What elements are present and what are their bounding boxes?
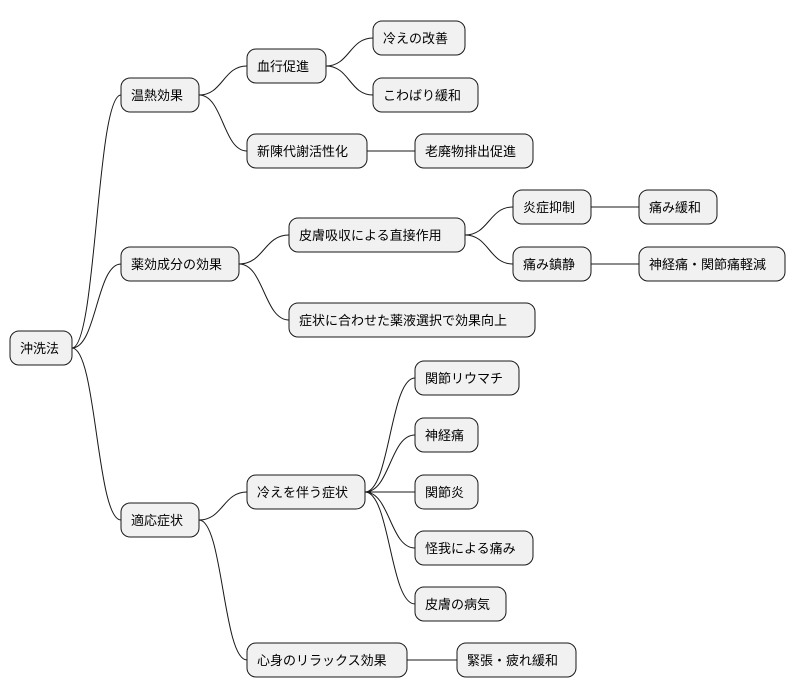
connector-line (238, 263, 290, 321)
node-shinchin-taisha-label: 新陳代謝活性化 (257, 144, 348, 160)
node-enshou-yokusei-label: 炎症抑制 (523, 201, 575, 216)
node-itami-chinsei: 痛み鎮静 (512, 246, 592, 282)
node-shinshin-relax: 心身のリラックス効果 (246, 642, 408, 678)
connector-line (464, 234, 514, 265)
node-kekkou-sokushin-label: 血行促進 (257, 60, 309, 75)
connector-line (71, 263, 122, 349)
node-shinkeitsuu-keigen: 神経痛・関節痛軽減 (638, 246, 786, 282)
node-shinshin-relax-label: 心身のリラックス効果 (257, 653, 387, 669)
node-kowabari-kanwa: こわばり緩和 (372, 77, 479, 113)
connector-line (364, 491, 416, 605)
node-kinchou-tsukare-label: 緊張・疲れ緩和 (467, 653, 558, 669)
node-kowabari-kanwa-label: こわばり緩和 (383, 89, 461, 104)
node-root-label: 沖洗法 (20, 342, 59, 357)
node-hifu-no-byouki-label: 皮膚の病気 (425, 597, 490, 613)
node-kinchou-tsukare: 緊張・疲れ緩和 (456, 642, 577, 678)
node-kega-itami: 怪我による痛み (414, 530, 534, 566)
node-roubaibutsu-haishutsu: 老廃物排出促進 (414, 133, 534, 169)
node-shinkeitsuu: 神経痛 (414, 417, 479, 453)
node-shinchin-taisha: 新陳代謝活性化 (246, 133, 368, 169)
node-hifu-kyuushuu: 皮膚吸収による直接作用 (288, 217, 466, 253)
connector-line (364, 434, 416, 493)
node-yakueki-sentaku: 症状に合わせた薬液選択で効果向上 (288, 302, 536, 338)
node-shinkeitsuu-label: 神経痛 (425, 428, 464, 444)
node-kansetsu-rheumatism-label: 関節リウマチ (425, 372, 503, 387)
node-kekkou-sokushin: 血行促進 (246, 48, 327, 84)
node-itami-chinsei-label: 痛み鎮静 (523, 257, 575, 273)
node-yakkou-seibun-label: 薬効成分の効果 (131, 258, 222, 273)
node-kega-itami-label: 怪我による痛み (425, 541, 516, 557)
node-enshou-yokusei: 炎症抑制 (512, 189, 592, 225)
node-roubaibutsu-haishutsu-label: 老廃物排出促進 (425, 144, 516, 160)
node-kansetsuen: 関節炎 (414, 474, 479, 510)
node-yakkou-seibun: 薬効成分の効果 (120, 246, 240, 282)
node-kansetsuen-label: 関節炎 (425, 486, 464, 501)
node-onnetsu-kouka-label: 温熱効果 (131, 89, 183, 104)
node-hifu-kyuushuu-label: 皮膚吸収による直接作用 (299, 228, 442, 244)
node-tekiou-shoujou-label: 適応症状 (131, 513, 183, 529)
node-hifu-no-byouki: 皮膚の病気 (414, 586, 507, 622)
connector-line (364, 377, 416, 493)
connector-line (464, 206, 514, 236)
node-hie-no-kaizen-label: 冷えの改善 (383, 31, 448, 47)
node-itami-kanwa-label: 痛み緩和 (649, 200, 701, 216)
node-root: 沖洗法 (9, 330, 73, 366)
node-hie-wo-tomonau: 冷えを伴う症状 (246, 474, 366, 510)
node-hie-no-kaizen: 冷えの改善 (372, 20, 466, 56)
connector-line (71, 347, 122, 521)
connector-line (198, 519, 248, 661)
connector-line (198, 94, 248, 152)
connector-line (325, 37, 374, 67)
edges (71, 37, 639, 661)
node-kansetsu-rheumatism: 関節リウマチ (414, 360, 520, 396)
node-hie-wo-tomonau-label: 冷えを伴う症状 (257, 486, 348, 501)
connector-line (364, 491, 416, 549)
node-itami-kanwa: 痛み緩和 (638, 189, 718, 225)
node-tekiou-shoujou: 適応症状 (120, 502, 200, 538)
connector-line (238, 234, 290, 265)
node-shinkeitsuu-keigen-label: 神経痛・関節痛軽減 (649, 257, 766, 273)
node-onnetsu-kouka: 温熱効果 (120, 77, 200, 113)
connector-line (325, 65, 374, 96)
connector-line (198, 491, 248, 521)
connector-line (71, 94, 122, 349)
node-yakueki-sentaku-label: 症状に合わせた薬液選択で効果向上 (299, 313, 507, 329)
connector-line (198, 65, 248, 96)
